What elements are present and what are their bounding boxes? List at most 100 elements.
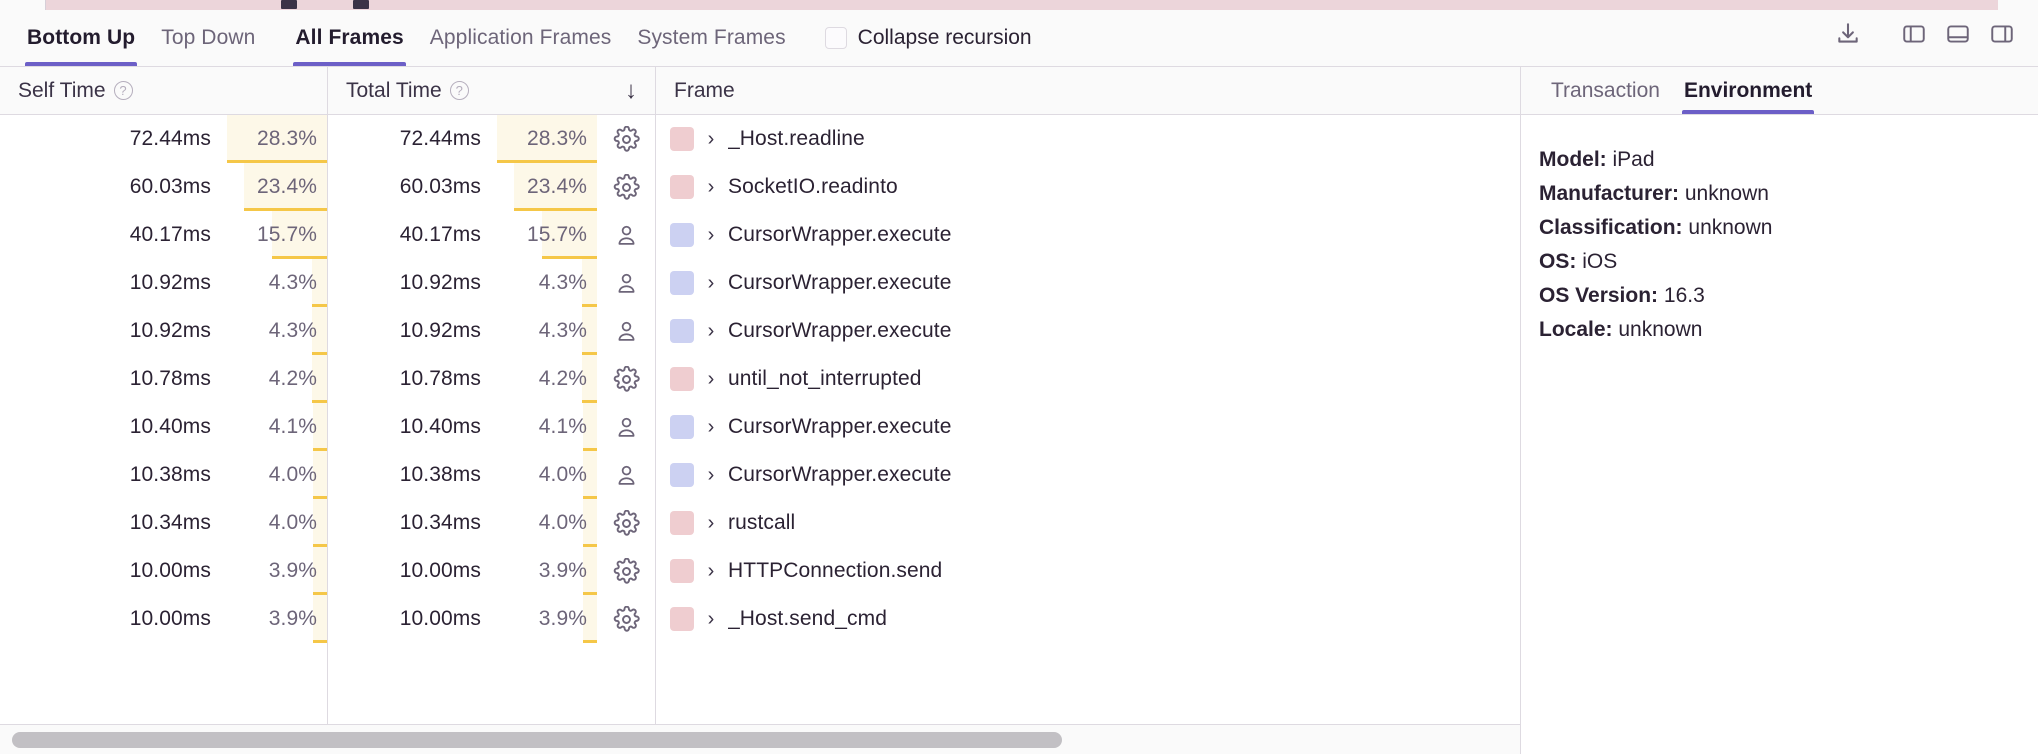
person-icon[interactable] [597,307,655,355]
person-icon[interactable] [597,211,655,259]
total-percent-cell: 4.1% [497,403,597,451]
tab-environment-label: Environment [1683,78,1813,102]
expand-chevron-icon[interactable]: › [707,319,715,342]
self-percent-value: 28.3% [256,127,317,150]
expand-chevron-icon[interactable]: › [707,415,715,438]
scrollbar-thumb[interactable] [12,731,1062,748]
column-header-total-time[interactable]: Total Time ? ↓ [328,67,656,114]
tab-bottom-up[interactable]: Bottom Up [14,10,148,66]
expand-chevron-icon[interactable]: › [707,463,715,486]
horizontal-scrollbar[interactable] [0,724,1520,754]
environment-row: Model: iPad [1539,143,2016,177]
self-percent-value: 15.7% [256,223,317,246]
self-percent-fill [313,547,327,595]
total-percent-bar [581,352,597,355]
cell-frame[interactable]: ›_Host.readline [656,115,1520,163]
cell-frame[interactable]: ›HTTPConnection.send [656,547,1520,595]
collapse-recursion-checkbox[interactable] [824,27,847,49]
tab-system-frames[interactable]: System Frames [624,10,798,66]
cell-frame[interactable]: ›CursorWrapper.execute [656,451,1520,499]
bottom-panel-icon[interactable] [1936,12,1980,56]
column-header-frame[interactable]: Frame [656,67,1520,114]
self-percent-bar [311,304,327,307]
frame-color-swatch [670,319,694,343]
gear-icon[interactable] [597,115,655,163]
clipped-strip-divider [45,0,46,10]
expand-chevron-icon[interactable]: › [707,607,715,630]
toolbar: Bottom Up Top Down All Frames Applicatio… [0,10,2038,67]
scrollbar-track[interactable] [8,731,1512,748]
help-icon[interactable]: ? [449,81,469,100]
cell-frame[interactable]: ›until_not_interrupted [656,355,1520,403]
tab-application-frames[interactable]: Application Frames [417,10,625,66]
gear-icon[interactable] [597,547,655,595]
left-panel-icon[interactable] [1892,12,1936,56]
column-header-self-time[interactable]: Self Time ? [0,67,328,114]
expand-chevron-icon[interactable]: › [707,175,715,198]
empty-col-frame [656,643,1520,724]
download-icon[interactable] [1826,12,1870,56]
table-empty-area [0,643,1520,724]
self-percent-cell: 23.4% [227,163,327,211]
self-percent-cell: 3.9% [227,547,327,595]
empty-col-self [0,643,328,724]
total-percent-fill [582,355,597,403]
gear-icon[interactable] [597,163,655,211]
help-icon[interactable]: ? [113,81,133,100]
self-time-value: 10.38ms [129,463,211,486]
total-percent-value: 3.9% [538,559,587,582]
gear-icon[interactable] [597,595,655,643]
frame-color-swatch [670,511,694,535]
environment-key: OS: [1539,250,1577,273]
expand-chevron-icon[interactable]: › [707,223,715,246]
person-icon[interactable] [597,259,655,307]
collapse-recursion-toggle[interactable]: Collapse recursion [799,10,1045,66]
self-percent-value: 4.0% [268,511,317,534]
expand-chevron-icon[interactable]: › [707,511,715,534]
person-icon[interactable] [597,451,655,499]
sort-descending-icon[interactable]: ↓ [625,76,637,104]
details-tabs: Transaction Environment [1521,67,2038,115]
empty-col-total [328,643,656,724]
total-time-value: 10.92ms [399,319,481,342]
self-time-value: 10.92ms [129,271,211,294]
gear-icon[interactable] [597,499,655,547]
cell-frame[interactable]: ›rustcall [656,499,1520,547]
cell-frame[interactable]: › CursorWrapper.execute [656,211,1520,259]
expand-chevron-icon[interactable]: › [707,127,715,150]
person-icon[interactable] [597,403,655,451]
expand-chevron-icon[interactable]: › [707,271,715,294]
self-percent-cell: 28.3% [227,115,327,163]
tab-transaction[interactable]: Transaction [1539,67,1672,114]
expand-chevron-icon[interactable]: › [707,367,715,390]
tab-all-frames[interactable]: All Frames [282,10,416,66]
frame-name: CursorWrapper.execute [728,223,952,246]
total-percent-cell: 15.7% [497,211,597,259]
cell-frame[interactable]: ›CursorWrapper.execute [656,307,1520,355]
cell-frame[interactable]: ›_Host.send_cmd [656,595,1520,643]
cell-frame[interactable]: ›CursorWrapper.execute [656,259,1520,307]
expand-chevron-icon[interactable]: › [707,559,715,582]
cell-frame[interactable]: › SocketIO.readinto [656,163,1520,211]
gear-icon[interactable] [597,355,655,403]
right-panel-icon[interactable] [1980,12,2024,56]
tab-bottom-up-label: Bottom Up [27,26,136,49]
tab-environment[interactable]: Environment [1672,67,1824,114]
cell-frame[interactable]: ›CursorWrapper.execute [656,403,1520,451]
frame-name: SocketIO.readinto [728,175,898,198]
collapse-recursion-label: Collapse recursion [857,26,1032,49]
tab-top-down[interactable]: Top Down [148,10,268,66]
